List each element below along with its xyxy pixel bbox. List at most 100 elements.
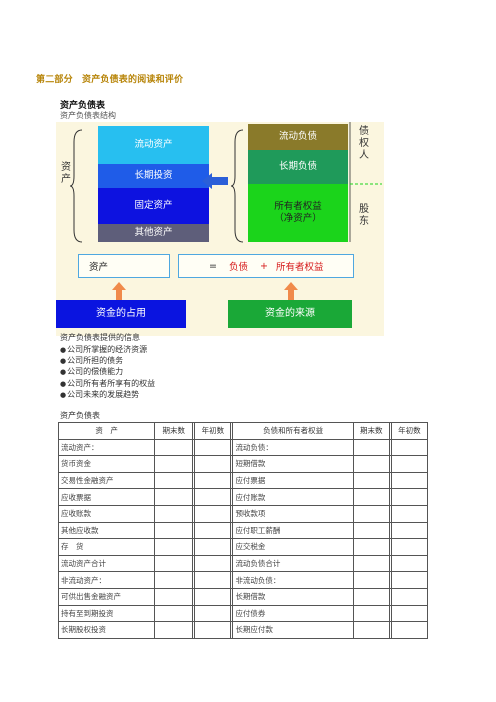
period-end-cell[interactable] [154, 438, 194, 457]
year-begin-cell[interactable] [390, 488, 429, 506]
table-row: 交易性金融资产 应付票据 [57, 471, 429, 490]
asset-item-cell: 交易性金融资产 [57, 471, 156, 490]
list-item: 公司所掌握的经济资源 [60, 344, 155, 355]
year-begin-cell[interactable] [194, 587, 232, 606]
current-liabilities-label: 流动负债 [278, 131, 317, 142]
year-begin-cell[interactable] [194, 488, 232, 506]
right-divider-lines [349, 122, 382, 242]
period-end-cell[interactable] [352, 438, 390, 457]
long-term-investment-label: 长期投资 [134, 170, 173, 181]
liability-item-cell: 长期应付款 [232, 621, 354, 639]
period-end-cell[interactable] [352, 504, 390, 523]
year-begin-cell[interactable] [194, 521, 232, 540]
year-begin-cell[interactable] [390, 554, 429, 573]
year-begin-cell[interactable] [194, 571, 232, 589]
period-end-cell[interactable] [154, 521, 194, 540]
year-begin-cell[interactable] [194, 504, 232, 523]
year-begin-cell[interactable] [390, 471, 429, 490]
liability-item-cell: 应付账款 [232, 488, 354, 506]
year-begin-cell[interactable] [194, 621, 232, 639]
asset-item-cell: 应收票据 [57, 488, 156, 506]
period-end-cell[interactable] [352, 471, 390, 490]
table-row: 其他应收款应付职工薪酬 [57, 521, 429, 540]
liability-item-cell: 长期借款 [232, 587, 354, 606]
asset-item-cell: 其他应收款 [57, 521, 156, 540]
year-begin-cell[interactable] [194, 438, 232, 457]
liability-item-cell: 应付票据 [232, 471, 354, 490]
year-begin-cell[interactable] [390, 604, 429, 623]
up-arrow-right-icon [284, 282, 298, 300]
fund-use-block: 资金的占用 [56, 300, 186, 328]
year-begin-cell[interactable] [390, 438, 429, 457]
year-begin-cell[interactable] [194, 554, 232, 573]
period-end-cell[interactable] [154, 488, 194, 506]
period-end-cell[interactable] [154, 587, 194, 606]
liability-item-cell: 流动负债： [232, 438, 354, 457]
year-begin-cell[interactable] [194, 604, 232, 623]
fund-source-label: 资金的来源 [265, 308, 315, 319]
cell-gap [230, 621, 233, 639]
table-row: 流动资产：流动负债： [57, 438, 429, 457]
period-end-cell[interactable] [154, 621, 194, 639]
liability-item-cell: 流动负债合计 [232, 554, 354, 573]
info-title: 资产负债表提供的信息 [60, 333, 140, 342]
year-begin-cell[interactable] [390, 621, 429, 639]
period-end-cell[interactable] [154, 538, 194, 556]
period-end-cell[interactable] [352, 587, 390, 606]
current-assets-block: 流动资产 [98, 126, 209, 164]
table-row: 流动资产合计流动负债合计 [57, 554, 429, 573]
owners-equity-label: 所有者权益 [274, 201, 322, 212]
period-end-cell[interactable] [154, 455, 194, 473]
fund-source-block: 资金的来源 [228, 300, 352, 328]
period-end-cell[interactable] [154, 504, 194, 523]
header-assets: 资 产 [57, 422, 156, 440]
formula-plus: + [259, 260, 268, 272]
assets-side-label-text: 资产 [61, 162, 71, 185]
year-begin-cell[interactable] [194, 471, 232, 490]
fund-use-label: 资金的占用 [96, 308, 146, 319]
period-end-cell[interactable] [154, 471, 194, 490]
formula-equals: = [209, 260, 217, 272]
year-begin-cell[interactable] [390, 587, 429, 606]
header-liabilities-equity: 负债和所有者权益 [232, 422, 354, 440]
period-end-cell[interactable] [352, 488, 390, 506]
list-item: 公司未来的发展趋势 [60, 389, 155, 400]
year-begin-cell[interactable] [390, 538, 429, 556]
liability-item-cell: 预收款项 [232, 504, 354, 523]
right-group-bracket-icon [230, 129, 244, 243]
period-end-cell[interactable] [154, 571, 194, 589]
period-end-cell[interactable] [154, 604, 194, 623]
table-header-row: 资 产 期末数 年初数 负债和所有者权益 期末数 年初数 [57, 422, 429, 440]
period-end-cell[interactable] [352, 604, 390, 623]
period-end-cell[interactable] [352, 455, 390, 473]
asset-item-cell: 货币资金 [57, 455, 156, 473]
table-row: 应收账款预收款项 [57, 504, 429, 523]
left-bracket-icon [70, 129, 83, 243]
year-begin-cell[interactable] [390, 521, 429, 540]
cell-gap [192, 621, 195, 639]
period-end-cell[interactable] [352, 521, 390, 540]
long-term-liabilities-block: 长期负债 [248, 150, 348, 184]
period-end-cell[interactable] [352, 554, 390, 573]
period-end-cell[interactable] [352, 538, 390, 556]
long-term-liabilities-label: 长期负债 [278, 161, 317, 172]
period-end-cell[interactable] [154, 554, 194, 573]
year-begin-cell[interactable] [390, 504, 429, 523]
formula-owners-equity: 所有者权益 [275, 262, 324, 273]
year-begin-cell[interactable] [194, 538, 232, 556]
period-end-cell[interactable] [352, 621, 390, 639]
year-begin-cell[interactable] [194, 455, 232, 473]
formula-assets-text: 资产 [89, 262, 109, 273]
year-begin-cell[interactable] [390, 455, 429, 473]
net-assets-label: （净资产） [274, 213, 322, 224]
left-arrow-icon [202, 173, 228, 189]
balance-sheet-heading: 资产负债表 [60, 101, 106, 111]
header-year-begin-left: 年初数 [194, 422, 232, 440]
up-arrow-left-icon [112, 282, 126, 300]
table-title: 资产负债表 [60, 411, 100, 420]
header-period-end-left: 期末数 [154, 422, 194, 440]
formula-liabilities: 负债 [228, 262, 248, 273]
balance-sheet-table: 资 产 期末数 年初数 负债和所有者权益 期末数 年初数 流动资产：流动负债：货… [57, 422, 429, 639]
year-begin-cell[interactable] [390, 571, 429, 589]
period-end-cell[interactable] [352, 571, 390, 589]
